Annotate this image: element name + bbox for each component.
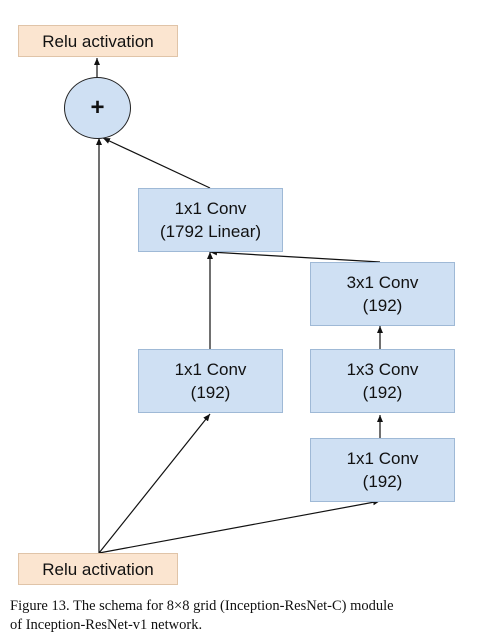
sum-node: + bbox=[64, 77, 131, 139]
figure-caption: Figure 13. The schema for 8×8 grid (Ince… bbox=[10, 597, 488, 635]
conv-linear-line1: 1x1 Conv bbox=[174, 199, 247, 218]
edge-relu-to-conv-left bbox=[98, 413, 211, 554]
caption-line-1: Figure 13. The schema for 8×8 grid (Ince… bbox=[10, 598, 394, 614]
relu-activation-bottom: Relu activation bbox=[18, 553, 178, 585]
edge-linear-to-sum bbox=[102, 137, 211, 189]
conv-1x1-linear: 1x1 Conv (1792 Linear) bbox=[138, 188, 283, 252]
conv-1x3: 1x3 Conv (192) bbox=[310, 349, 455, 413]
relu-activation-top: Relu activation bbox=[18, 25, 178, 57]
plus-icon: + bbox=[90, 94, 105, 121]
relu-top-label: Relu activation bbox=[42, 31, 154, 51]
relu-bottom-label: Relu activation bbox=[42, 559, 154, 579]
conv-right-line2: (192) bbox=[362, 472, 403, 491]
conv-1x1-right: 1x1 Conv (192) bbox=[310, 438, 455, 502]
conv-3x1-line2: (192) bbox=[362, 296, 403, 315]
edge-3x1-to-linear bbox=[209, 249, 381, 263]
conv-left-line1: 1x1 Conv bbox=[174, 360, 247, 379]
caption-line-2: of Inception-ResNet-v1 network. bbox=[10, 617, 203, 633]
conv-3x1: 3x1 Conv (192) bbox=[310, 262, 455, 326]
conv-linear-line2: (1792 Linear) bbox=[159, 222, 262, 241]
edge-relu-to-conv-right bbox=[98, 499, 381, 554]
conv-right-line1: 1x1 Conv bbox=[346, 449, 419, 468]
conv-1x3-line1: 1x3 Conv bbox=[346, 360, 419, 379]
conv-3x1-line1: 3x1 Conv bbox=[346, 273, 419, 292]
conv-left-line2: (192) bbox=[190, 383, 231, 402]
conv-1x3-line2: (192) bbox=[362, 383, 403, 402]
conv-1x1-left: 1x1 Conv (192) bbox=[138, 349, 283, 413]
